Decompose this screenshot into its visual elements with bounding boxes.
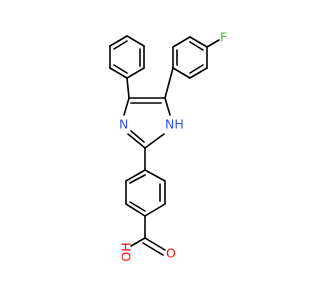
bond	[126, 67, 145, 79]
bond	[172, 36, 191, 48]
fluorophenyl-ring	[172, 36, 220, 79]
bond	[129, 201, 146, 212]
bond	[144, 169, 166, 182]
bond	[126, 35, 145, 47]
fluorine-label: F	[220, 30, 227, 45]
bond	[127, 133, 146, 149]
bond	[126, 77, 130, 99]
bond	[113, 64, 128, 74]
imidazole-ring	[123, 97, 171, 149]
bond	[164, 67, 174, 99]
bond	[123, 97, 130, 116]
bond	[206, 39, 220, 48]
bond	[189, 64, 204, 74]
phenyl-ring	[109, 35, 145, 79]
hydroxyl-oxygen-label: OH	[119, 242, 134, 261]
bond	[142, 242, 164, 256]
bond	[164, 97, 171, 116]
benzoic-ring	[125, 169, 166, 217]
bond	[144, 133, 165, 149]
imine-nitrogen-label: N	[119, 117, 128, 132]
bond	[125, 203, 146, 217]
bond	[189, 41, 204, 51]
bond	[189, 36, 208, 48]
bond	[125, 169, 146, 182]
structure-canvas: F N NH O OH	[109, 30, 227, 262]
bond	[172, 67, 191, 79]
bond	[130, 237, 146, 247]
bond	[144, 203, 166, 217]
carboxylic-acid-group	[130, 215, 166, 256]
carbonyl-oxygen-label: O	[166, 246, 176, 261]
bond	[113, 40, 128, 50]
bond	[144, 237, 166, 251]
bond	[109, 35, 128, 47]
bond	[129, 174, 146, 184]
bond	[189, 67, 208, 79]
bond	[109, 67, 128, 79]
bond	[130, 130, 145, 143]
amine-nitrogen-label: NH	[165, 117, 184, 132]
